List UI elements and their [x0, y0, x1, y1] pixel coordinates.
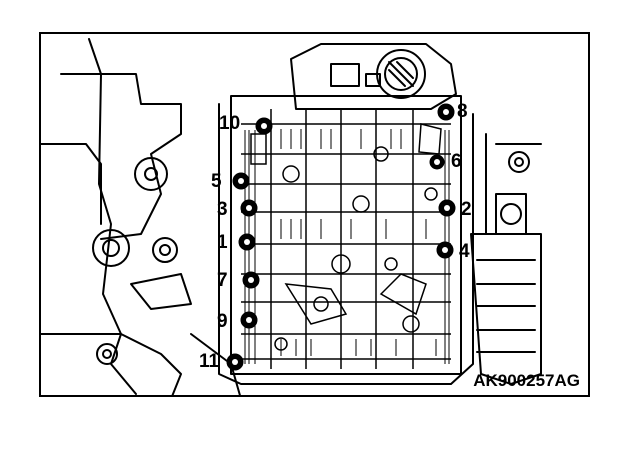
callout-8: 8: [457, 101, 468, 122]
callout-9: 9: [217, 311, 228, 332]
callout-6: 6: [451, 151, 462, 172]
callout-4: 4: [459, 241, 470, 262]
diagram-frame: 10 8 6 5 3 2 1 4 7 9 11 AK900257AG: [39, 32, 590, 397]
valve-body-illustration: [41, 38, 542, 395]
callout-11: 11: [199, 351, 220, 372]
callout-3: 3: [217, 199, 228, 220]
callout-10: 10: [219, 113, 241, 134]
callout-5: 5: [211, 171, 222, 192]
figure-id-label: AK900257AG: [473, 371, 580, 390]
callout-1: 1: [217, 232, 228, 253]
callout-7: 7: [217, 270, 228, 291]
callout-2: 2: [461, 199, 472, 220]
